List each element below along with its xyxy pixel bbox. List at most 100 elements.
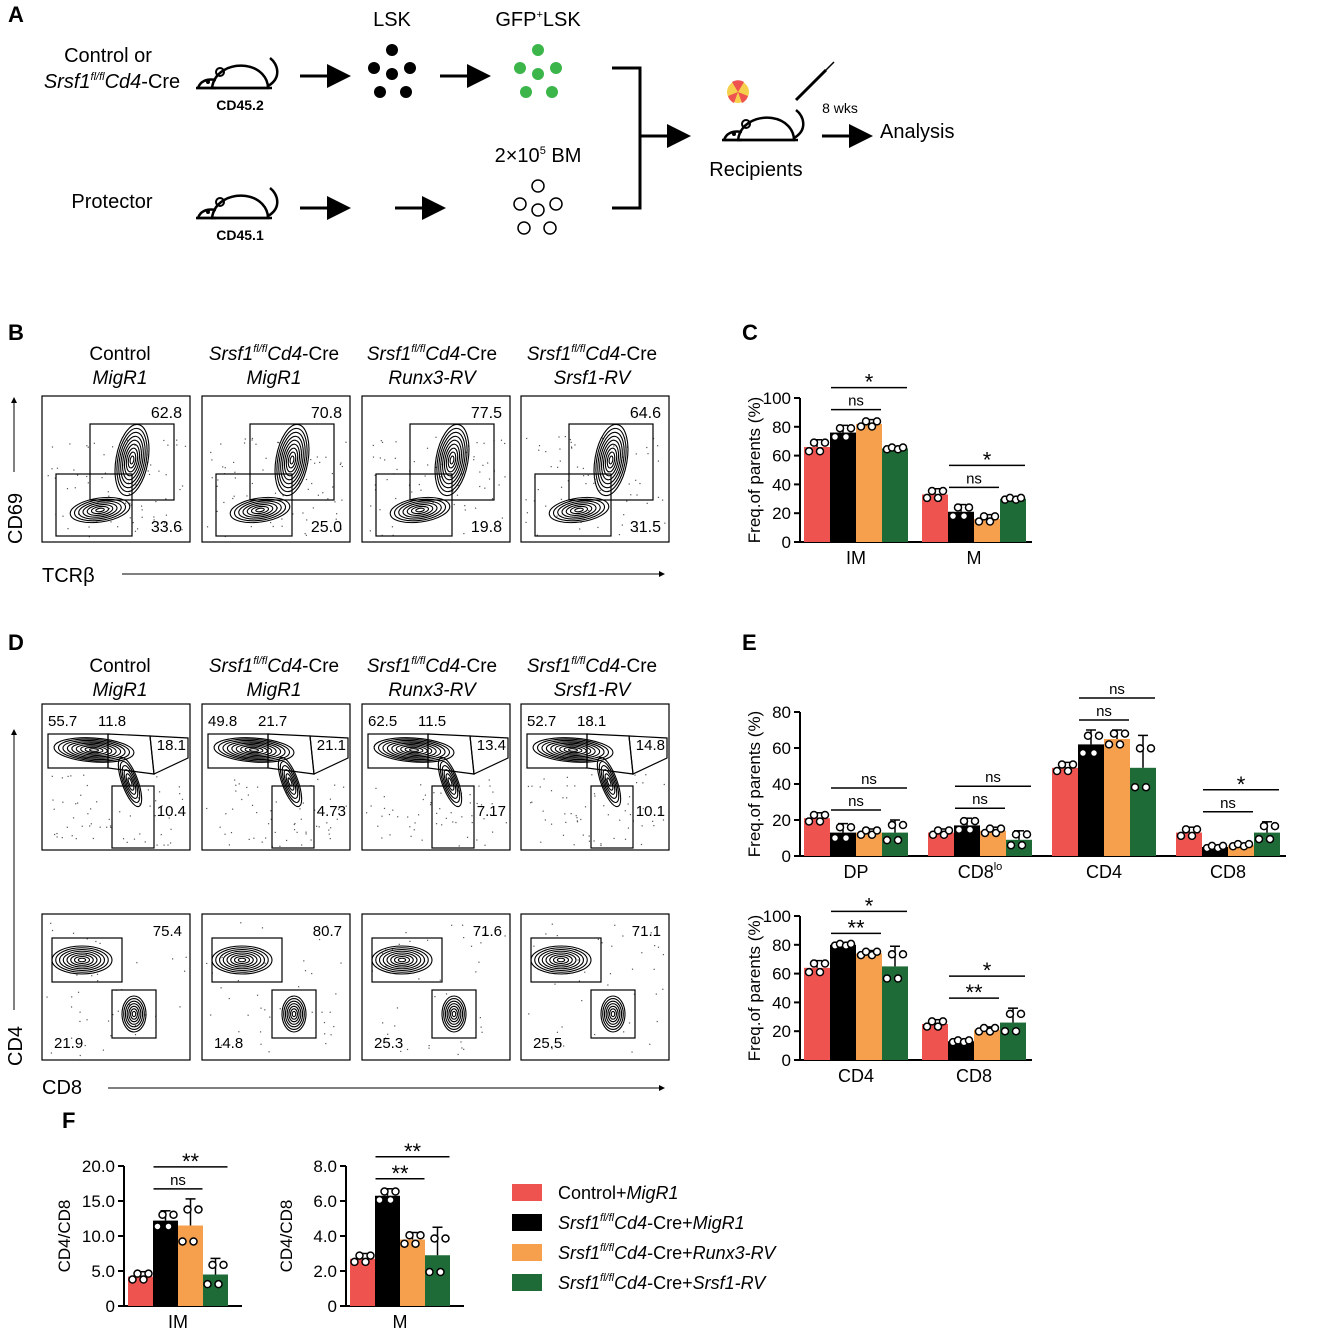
scatter-event [601,437,604,439]
scatter-event [221,1044,223,1046]
contour-line [125,773,135,791]
scatter-event [92,837,94,840]
scatter-event [430,802,432,804]
contour-line [238,500,282,520]
gate-cd8-sp [431,989,477,1039]
scatter-event [126,841,128,843]
b-x-axis-label: TCRβ [42,565,95,587]
scatter-event [90,823,92,825]
scatter-event [277,441,279,444]
data-point [846,939,856,949]
scatter-event [397,816,399,818]
contour-line [545,952,577,968]
scatter-event [56,832,58,835]
header-sup: fl/fl [411,343,426,355]
scatter-event [476,839,478,841]
scatter-event [528,1013,530,1015]
contour-line [86,504,114,516]
x-tick-label: IM [846,548,866,568]
gate-percent-cd8: 4.73 [317,803,346,820]
contour-line [602,443,620,477]
scatter-event [339,463,341,465]
contour-line [62,739,126,761]
scatter-event [557,466,559,468]
scatter-event [292,513,294,515]
scatter-event [228,997,230,1000]
data-point [355,1251,364,1260]
x-tick-label: CD8 [1210,862,1246,882]
scatter-event [158,470,160,472]
scatter-event [640,843,643,846]
scatter-event [147,470,149,472]
scatter-event [558,436,560,438]
data-point [1063,766,1073,776]
scatter-event [241,798,243,801]
scatter-event [306,519,308,521]
scatter-event [206,526,209,528]
gate-cd4-sp [149,735,189,775]
scatter-event [501,517,503,519]
scatter-event [108,495,110,497]
scatter-event [323,1021,326,1024]
column-header-line1: Srsf1fl/flCd4-Cre [527,343,657,365]
contour-line [382,739,446,761]
data-point [1218,841,1228,851]
data-point [964,503,974,512]
data-point [841,432,851,442]
contour-line [289,455,295,465]
scatter-event [469,794,471,796]
scatter-event [405,931,407,934]
scatter-event [466,836,469,838]
scatter-event [635,782,638,784]
scatter-event [623,1031,625,1033]
scatter-event [326,822,328,824]
data-point [820,438,830,447]
legend-pre: Control+ [558,1183,627,1203]
scatter-event [235,790,237,792]
header-post: Cd4-Cre [425,656,497,677]
scatter-event [270,522,272,524]
data-point [830,833,840,843]
scatter-event [248,838,250,841]
scatter-event [396,468,398,471]
legend-pre: Srsf1 [558,1213,600,1233]
y-tick-label: 0 [782,1051,791,1070]
data-point [1270,821,1280,831]
scatter-event [453,503,455,506]
contour-line [377,738,451,762]
scatter-event [504,442,506,445]
scatter-event [99,826,101,828]
scatter-event [156,776,158,778]
significance-label: * [1237,772,1246,797]
scatter-event [417,814,420,816]
scatter-event [428,1044,430,1047]
scatter-event [119,811,121,813]
flow-plot-frame [201,703,351,851]
header-gene: Srsf1 [367,656,411,677]
scatter-event [217,479,219,481]
scatter-event [469,802,471,804]
scatter-event [53,808,55,810]
scatter-event [435,466,437,469]
scatter-event [646,446,648,449]
data-point [964,1036,974,1045]
significance-label: ns [966,470,982,487]
header-gene: Srsf1 [209,656,253,677]
contour-line [545,741,601,759]
scatter-event [646,502,648,504]
header-cd4: Cd4 [425,656,460,677]
scatter-event [167,444,169,446]
scatter-event [464,504,466,507]
data-point [219,1260,228,1270]
header-post: Cd4-Cre [585,344,657,365]
scatter-event [525,521,527,524]
scatter-event [305,833,307,835]
scatter-event [86,784,88,787]
scatter-event [658,814,660,816]
scatter-event [75,803,77,805]
scatter-event [449,1010,451,1012]
contour-line [287,451,297,469]
scatter-event [340,462,342,464]
gate-cd8-sp [590,785,634,849]
